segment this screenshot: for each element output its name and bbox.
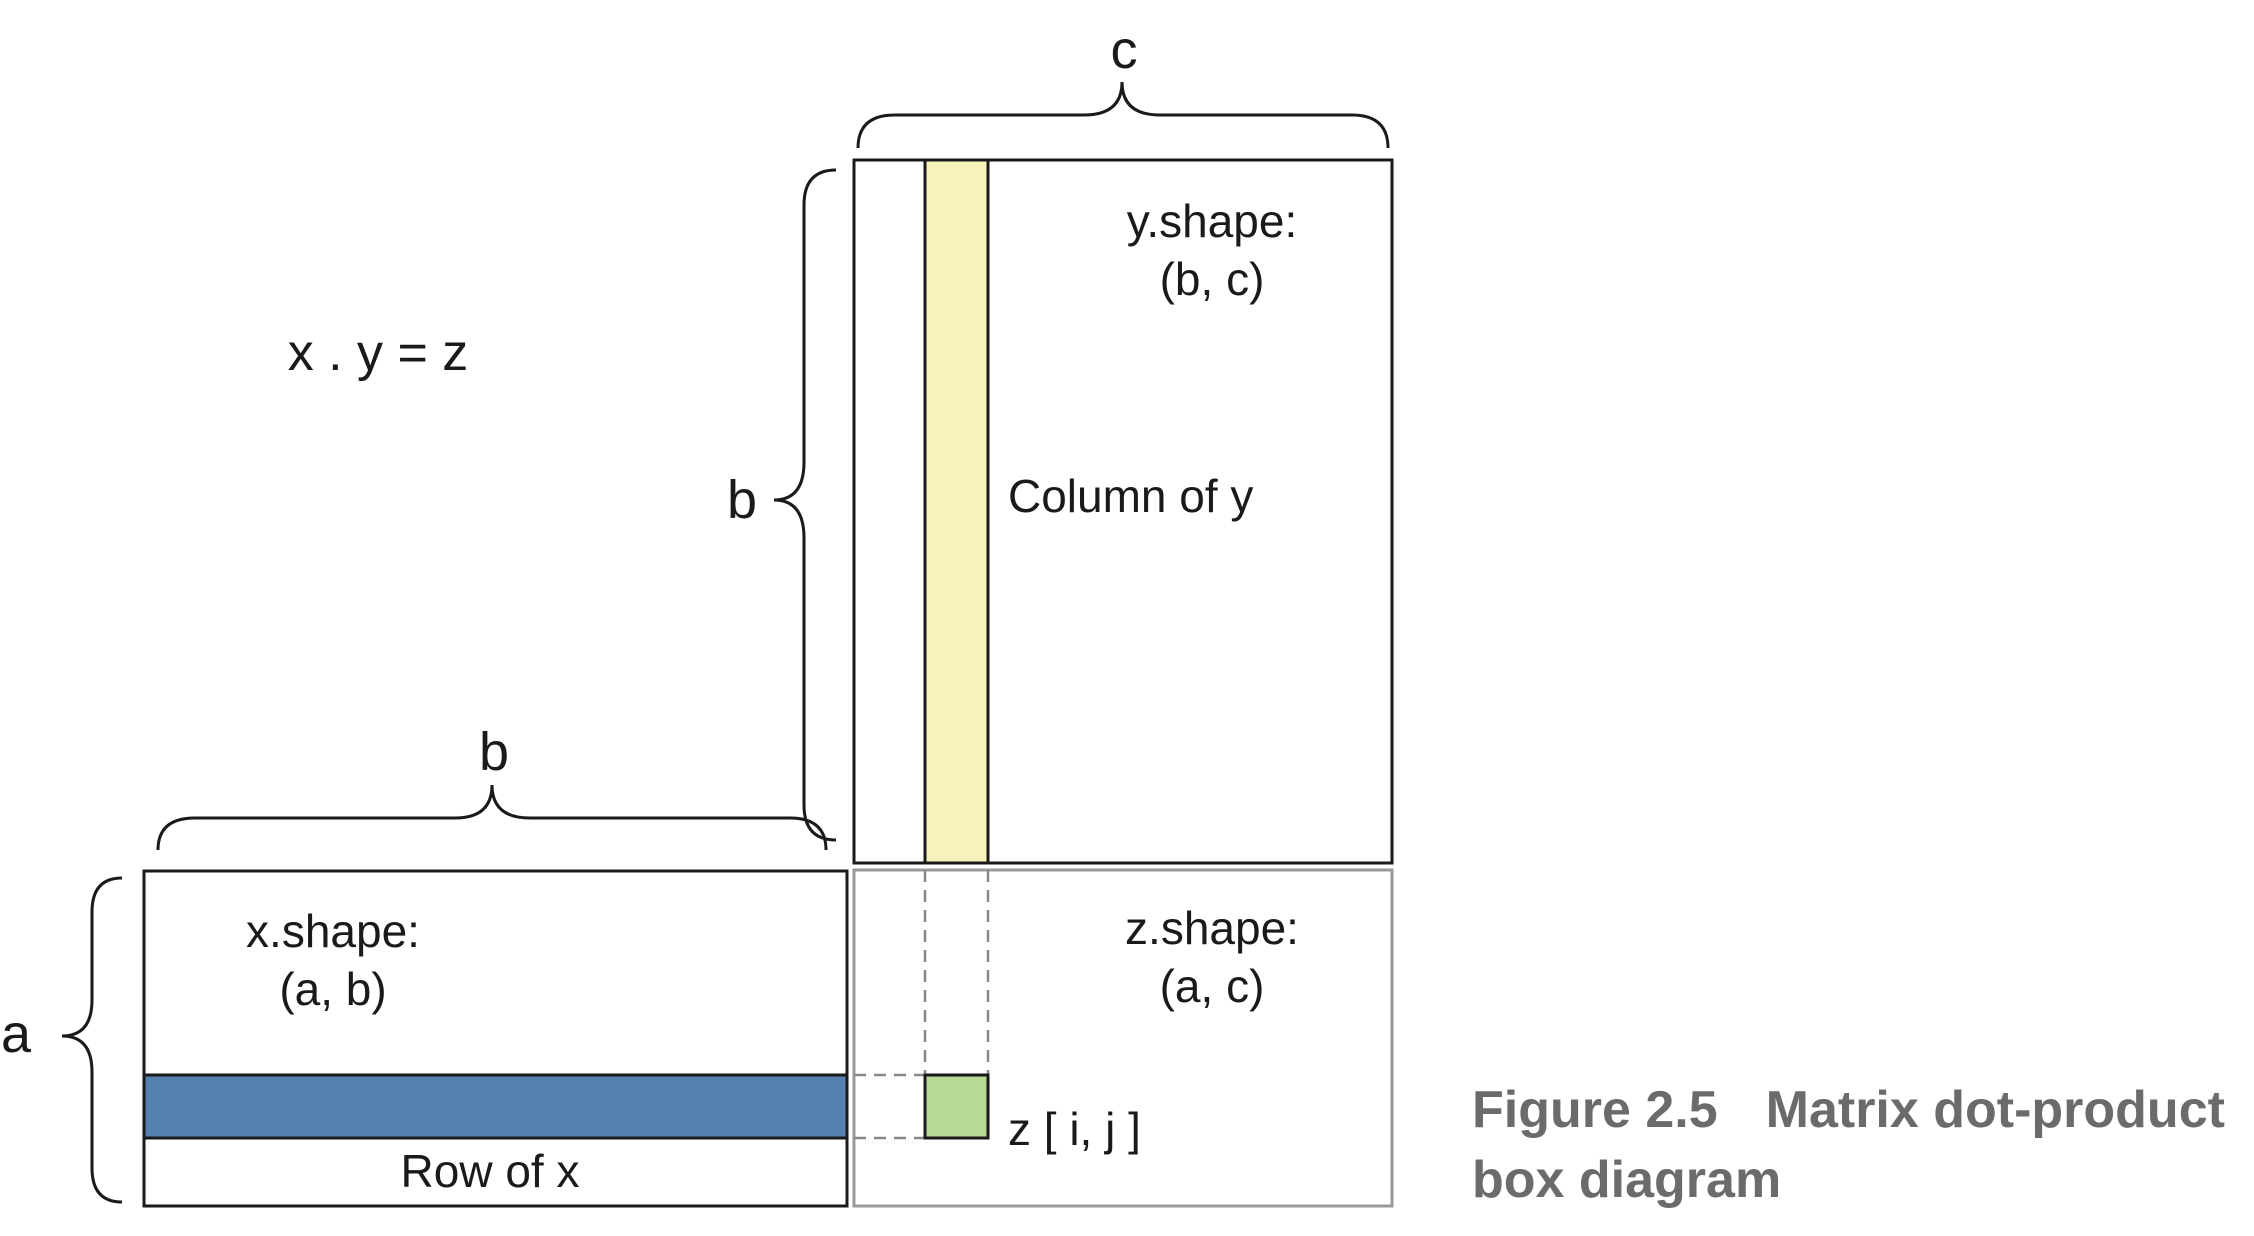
z-matrix	[852, 868, 1394, 1208]
caption-title-line1: Matrix dot-product	[1765, 1081, 2225, 1139]
x-row-highlight	[142, 1073, 849, 1140]
a-brace	[61, 876, 123, 1204]
column-of-y-label: Column of y	[1008, 470, 1253, 522]
y-matrix	[852, 158, 1394, 865]
y-column-highlight	[923, 158, 990, 865]
z-cell-label: z [ i, j ]	[1008, 1103, 1141, 1155]
row-of-x-label: Row of x	[401, 1145, 580, 1197]
a-dimension-label: a	[1, 1004, 32, 1064]
x-matrix	[142, 869, 849, 1208]
b-top-brace	[156, 784, 828, 851]
equation-label: x . y = z	[288, 324, 469, 382]
caption-line-1: Figure 2.5 Matrix dot-product	[1472, 1075, 2252, 1145]
c-brace	[856, 81, 1390, 149]
y-shape-label: y.shape:	[1127, 195, 1297, 247]
z-shape-value: (a, c)	[1160, 960, 1265, 1012]
x-shape-label: x.shape:	[246, 905, 420, 957]
figure-number: Figure 2.5	[1472, 1081, 1718, 1139]
x-shape-value: (a, b)	[279, 963, 386, 1015]
b-left-brace	[773, 168, 837, 842]
z-cell-highlight	[923, 1073, 990, 1140]
c-dimension-label: c	[1111, 20, 1138, 80]
y-shape-value: (b, c)	[1160, 253, 1265, 305]
b-top-dimension-label: b	[479, 722, 509, 782]
b-left-dimension-label: b	[727, 470, 757, 530]
z-shape-label: z.shape:	[1125, 902, 1299, 954]
caption-title-line2: box diagram	[1472, 1151, 1782, 1209]
figure-caption: Figure 2.5 Matrix dot-product box diagram	[1472, 1075, 2252, 1215]
